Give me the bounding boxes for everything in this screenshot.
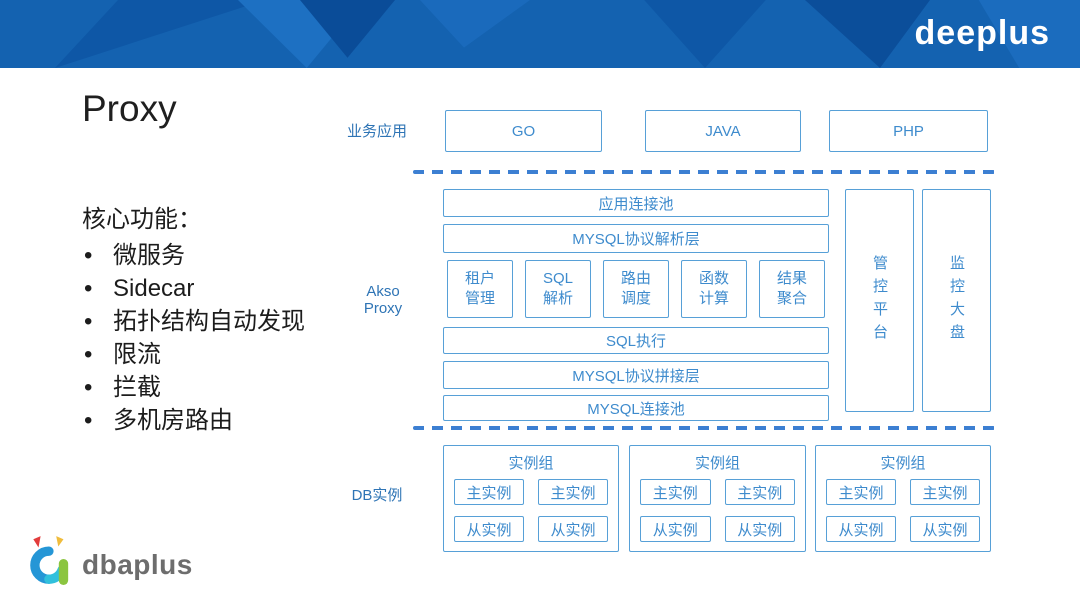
app-box-java: JAVA bbox=[645, 110, 801, 152]
db-instance-group: 实例组 主实例 主实例 从实例 从实例 bbox=[443, 445, 619, 552]
db-cell-slave: 从实例 bbox=[538, 516, 608, 542]
db-group-grid: 主实例 主实例 从实例 从实例 bbox=[454, 479, 608, 542]
db-cell-slave: 从实例 bbox=[724, 516, 795, 542]
dbaplus-logo-text: dbaplus bbox=[82, 549, 193, 580]
deeplus-logo: deeplus bbox=[914, 14, 1050, 52]
db-cell-master: 主实例 bbox=[454, 479, 524, 505]
app-box-php: PHP bbox=[829, 110, 988, 152]
panel-management-platform: 管控平台 bbox=[845, 189, 914, 412]
layer-app-connection-pool: 应用连接池 bbox=[443, 189, 829, 217]
core-functions: 核心功能： 微服务 Sidecar 拓扑结构自动发现 限流 拦截 多机房路由 bbox=[82, 199, 305, 437]
db-cell-master: 主实例 bbox=[826, 479, 896, 505]
banner-shape bbox=[644, 0, 766, 68]
layer-mysql-protocol-parse: MYSQL协议解析层 bbox=[443, 224, 829, 253]
label-akso-proxy: Akso Proxy bbox=[348, 283, 418, 317]
banner-shape bbox=[805, 0, 930, 68]
db-cell-slave: 从实例 bbox=[910, 516, 980, 542]
dbaplus-icon bbox=[30, 536, 69, 585]
dashed-divider-top bbox=[413, 170, 995, 174]
core-functions-item: 限流 bbox=[82, 338, 305, 371]
db-group-title: 实例组 bbox=[694, 455, 740, 472]
feature-box-tenant-mgmt: 租户 管理 bbox=[447, 260, 513, 318]
db-group-title: 实例组 bbox=[880, 455, 926, 472]
feature-box-func-compute: 函数 计算 bbox=[681, 260, 747, 318]
core-functions-item: 拦截 bbox=[82, 371, 305, 404]
core-functions-list: 微服务 Sidecar 拓扑结构自动发现 限流 拦截 多机房路由 bbox=[82, 239, 305, 437]
db-cell-slave: 从实例 bbox=[826, 516, 896, 542]
app-box-go: GO bbox=[445, 110, 602, 152]
core-functions-item: 拓扑结构自动发现 bbox=[82, 305, 305, 338]
db-instance-group: 实例组 主实例 主实例 从实例 从实例 bbox=[629, 445, 806, 552]
layer-sql-execute: SQL执行 bbox=[443, 327, 829, 354]
panel-monitoring-dashboard: 监控大盘 bbox=[922, 189, 991, 412]
db-cell-master: 主实例 bbox=[640, 479, 711, 505]
db-group-grid: 主实例 主实例 从实例 从实例 bbox=[826, 479, 980, 542]
db-cell-master: 主实例 bbox=[724, 479, 795, 505]
label-business-apps: 业务应用 bbox=[346, 123, 407, 140]
core-functions-item: 多机房路由 bbox=[82, 404, 305, 437]
core-functions-item: Sidecar bbox=[82, 272, 305, 305]
label-akso-proxy-line2: Proxy bbox=[363, 300, 403, 317]
core-functions-heading: 核心功能： bbox=[82, 206, 202, 233]
layer-mysql-connection-pool: MYSQL连接池 bbox=[443, 395, 829, 421]
db-cell-master: 主实例 bbox=[538, 479, 608, 505]
dbaplus-logo: dbaplus bbox=[26, 534, 193, 586]
db-cell-slave: 从实例 bbox=[454, 516, 524, 542]
feature-box-sql-parse: SQL 解析 bbox=[525, 260, 591, 318]
db-cell-master: 主实例 bbox=[910, 479, 980, 505]
label-db-instances: DB实例 bbox=[351, 487, 403, 504]
page-title: Proxy bbox=[82, 88, 177, 129]
banner-shape bbox=[55, 0, 265, 68]
dashed-divider-bottom bbox=[413, 426, 995, 430]
label-akso-proxy-line1: Akso bbox=[366, 283, 400, 300]
feature-row: 租户 管理 SQL 解析 路由 调度 函数 计算 结果 聚合 bbox=[443, 260, 829, 318]
db-cell-slave: 从实例 bbox=[640, 516, 711, 542]
layer-mysql-protocol-join: MYSQL协议拼接层 bbox=[443, 361, 829, 389]
db-group-grid: 主实例 主实例 从实例 从实例 bbox=[640, 479, 795, 542]
feature-box-result-aggregate: 结果 聚合 bbox=[759, 260, 825, 318]
core-functions-item: 微服务 bbox=[82, 239, 305, 272]
header-banner: deeplus bbox=[0, 0, 1080, 68]
banner-shape bbox=[420, 0, 530, 48]
feature-box-route-dispatch: 路由 调度 bbox=[603, 260, 669, 318]
db-group-title: 实例组 bbox=[508, 455, 554, 472]
db-instance-group: 实例组 主实例 主实例 从实例 从实例 bbox=[815, 445, 991, 552]
